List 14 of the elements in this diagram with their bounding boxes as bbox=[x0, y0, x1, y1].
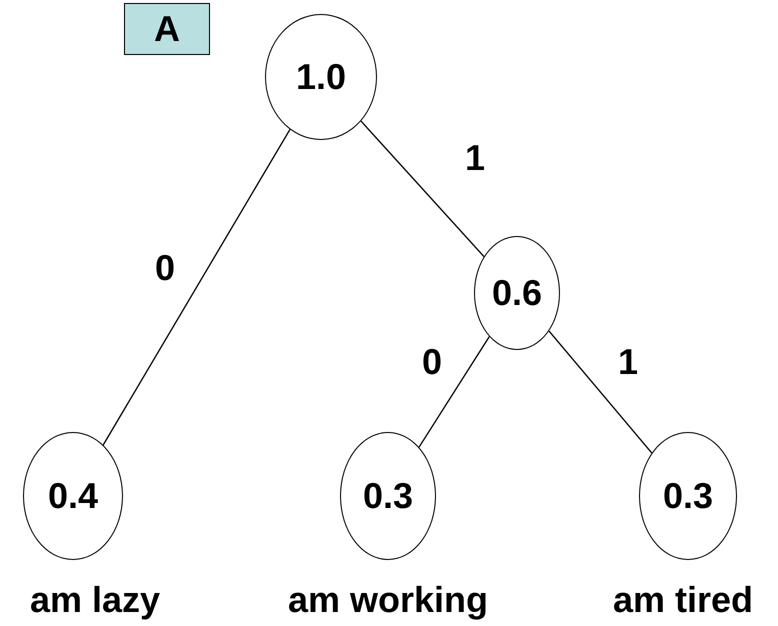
node-value: 0.6 bbox=[492, 271, 542, 315]
connector-line bbox=[548, 330, 652, 454]
connector-line bbox=[360, 120, 484, 257]
node-caption: am working bbox=[288, 582, 488, 618]
label-box bbox=[124, 3, 210, 55]
node-caption: am lazy bbox=[30, 582, 160, 618]
node-value: A bbox=[154, 7, 180, 51]
node-value: 0.3 bbox=[662, 474, 714, 518]
connector-line bbox=[418, 336, 490, 448]
connector-line bbox=[102, 129, 291, 446]
node-value: 0.4 bbox=[48, 474, 98, 518]
node-value: 0.3 bbox=[362, 474, 414, 518]
node-caption: am tired bbox=[612, 582, 754, 618]
node-value: 1.0 bbox=[296, 55, 346, 99]
